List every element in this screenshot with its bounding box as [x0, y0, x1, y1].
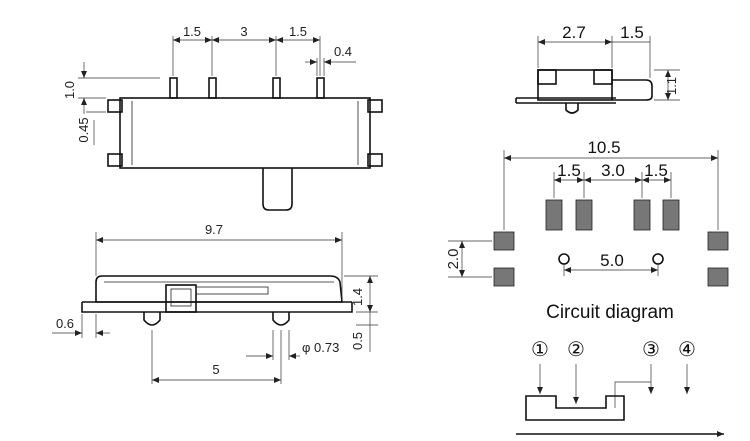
terminal-3: ③ [642, 339, 660, 361]
dim-post-spacing: 5 [212, 362, 219, 377]
end-view-post [565, 103, 579, 114]
dim-overall-length: 9.7 [205, 222, 223, 237]
dim-tab-offset: 0.45 [76, 117, 91, 142]
side-view-post-left [143, 312, 161, 326]
dim-pad-gap-right: 1.5 [644, 161, 668, 180]
dim-standoff: 0.5 [350, 332, 365, 350]
pcb-footprint: 10.5 1.5 3.0 1.5 5.0 2.0 [445, 138, 729, 287]
hole-left [558, 253, 570, 265]
pad-tab-tl [493, 231, 515, 251]
dim-tab-pitch: 2.0 [445, 249, 462, 270]
top-view-tab-tr [367, 99, 383, 113]
slider-contact [525, 395, 625, 421]
dim-pin-gap-left: 1.5 [183, 24, 201, 39]
dim-overall-width: 10.5 [587, 138, 620, 157]
top-view-actuator [262, 168, 293, 211]
dim-actuator-height: 1.1 [664, 77, 679, 95]
dim-flange: 0.6 [56, 316, 74, 331]
side-view-slider [165, 284, 197, 313]
top-view-body [119, 97, 371, 169]
terminal-1: ① [531, 339, 549, 361]
side-view-body [95, 275, 343, 303]
top-view-pin-2 [208, 77, 217, 99]
pad-tab-br [707, 267, 729, 287]
top-view-pin-4 [316, 77, 325, 99]
terminal-2: ② [567, 339, 585, 361]
end-view-body [537, 69, 613, 101]
dim-pin-height: 1.0 [62, 81, 77, 99]
pad-2 [575, 199, 593, 231]
dim-pin-gap-right: 1.5 [289, 24, 307, 39]
pad-tab-tr [707, 231, 729, 251]
dim-pin-width: 0.4 [334, 44, 352, 59]
top-view-tab-bl [107, 153, 123, 167]
dim-hole-spacing: 5.0 [600, 251, 624, 270]
pad-4 [662, 199, 680, 231]
circuit-diagram: Circuit diagram ① ② ③ ④ [516, 302, 724, 437]
top-view-tab-tl [107, 99, 123, 113]
side-view-base [81, 302, 353, 313]
top-view: 1.5 3 1.5 0.4 1.0 0.45 [62, 24, 383, 211]
top-view-pin-1 [169, 77, 178, 99]
end-view-actuator [612, 79, 653, 101]
dim-pad-gap-left: 1.5 [557, 161, 581, 180]
dim-body-height: 1.4 [350, 288, 365, 306]
dim-actuator-length: 1.5 [620, 23, 644, 42]
dim-pin-pitch-mid: 3 [240, 24, 247, 39]
top-view-tab-br [367, 153, 383, 167]
end-view: 2.7 1.5 1.1 [515, 23, 680, 114]
pad-3 [633, 199, 651, 231]
dim-post-diameter: φ 0.73 [302, 340, 339, 355]
top-view-pin-3 [272, 77, 281, 99]
pad-1 [545, 199, 563, 231]
dim-pad-pitch-mid: 3.0 [601, 161, 625, 180]
terminal-4: ④ [678, 339, 696, 361]
dim-body-depth: 2.7 [562, 23, 586, 42]
pad-tab-bl [493, 267, 515, 287]
side-view-post-right [272, 312, 290, 326]
hole-right [652, 253, 664, 265]
side-view: 9.7 1.4 0.5 0.6 φ 0.73 5 [52, 222, 378, 384]
circuit-title: Circuit diagram [546, 302, 674, 323]
